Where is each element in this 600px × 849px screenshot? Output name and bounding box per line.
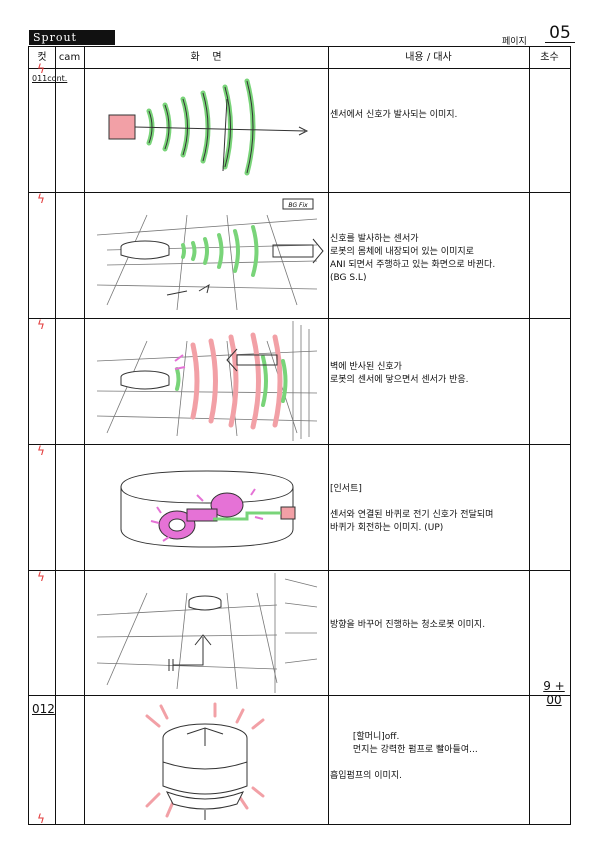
cut-number: 012 — [32, 702, 55, 716]
timing-mark: ϟ — [37, 444, 45, 458]
panel-sensor-signal — [108, 78, 309, 176]
page-number: 05 — [545, 24, 575, 43]
header-cam: cam — [58, 52, 81, 63]
timing-mark: ϟ — [37, 192, 45, 206]
header-cut: 컷 — [37, 52, 47, 63]
sprout-logo: Sprout — [29, 30, 115, 45]
header-duration: 초수 — [540, 52, 559, 63]
row-description: [인서트] 센서와 연결된 바퀴로 전기 신호가 전달되며 바퀴가 회전하는 이… — [330, 484, 494, 533]
panel-robot-turning — [96, 573, 318, 693]
header-screen: 화 면 — [190, 52, 222, 63]
timing-mark: ϟ — [37, 318, 45, 332]
bg-fix-note: BG Fix — [288, 202, 308, 209]
panel-signal-reflected — [96, 321, 318, 441]
row-description: 신호를 발사하는 센서가 로봇의 몸체에 내장되어 있는 이미지로 ANI 되면… — [330, 234, 496, 283]
duration-value: 9 + 00 — [543, 679, 565, 707]
row-description: 방향을 바꾸어 진행하는 청소로봇 이미지. — [330, 620, 486, 630]
row-description: [할머니]off. 먼지는 강력한 펌프로 빨아들여... 흡입펌프의 이미지. — [330, 732, 478, 781]
row-description: 센서에서 신호가 발사되는 이미지. — [330, 110, 458, 120]
panel-insert-wheel — [120, 470, 296, 548]
header-content: 내용 / 대사 — [405, 52, 452, 63]
timing-mark: ϟ — [37, 62, 45, 76]
panel-robot-moving: BG Fix — [96, 198, 324, 311]
page-label: 페이지 — [502, 37, 527, 47]
timing-mark: ϟ — [37, 812, 45, 826]
storyboard-sheet: 컷 cam 화 면 내용 / 대사 초수 ϟ ϟ ϟ ϟ ϟ ϟ 011cont… — [28, 46, 571, 825]
timing-mark: ϟ — [37, 570, 45, 584]
row-description: 벽에 반사된 신호가 로봇의 센서에 닿으면서 센서가 반응. — [330, 362, 469, 385]
panel-suction-pump — [145, 702, 265, 820]
cut-label: 011cont. — [32, 74, 68, 83]
